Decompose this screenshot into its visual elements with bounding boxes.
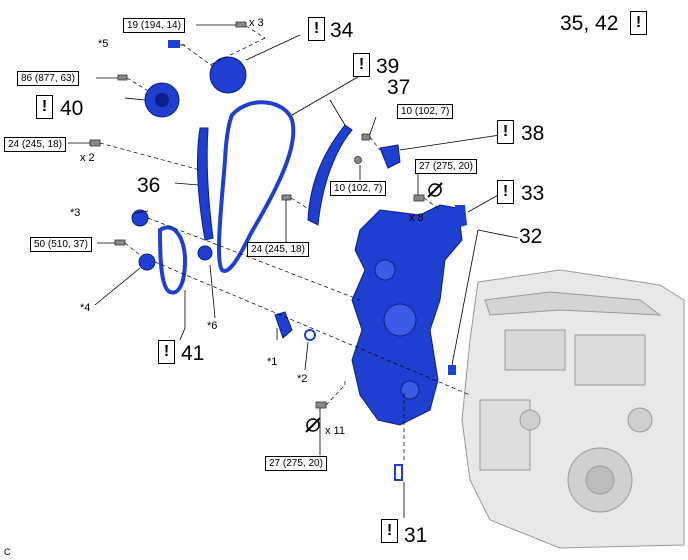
multiplier-x11: x 11 <box>325 425 345 437</box>
note-5: *5 <box>98 38 109 50</box>
o-ring-2 <box>304 329 316 341</box>
warning-icon-31: ! <box>381 519 398 543</box>
callout-32: 32 <box>519 225 543 248</box>
leader-lines <box>68 24 519 518</box>
torque-spec-24-b: 24 (245, 18) <box>247 242 309 257</box>
callout-35-42: 35, 42 <box>560 12 619 35</box>
callout-36: 36 <box>137 174 161 197</box>
multiplier-x2: x 2 <box>80 152 95 164</box>
multiplier-x8: x 8 <box>409 212 424 224</box>
timing-chain <box>217 100 296 273</box>
warning-icon-40: ! <box>36 95 53 119</box>
callout-38: 38 <box>521 122 545 145</box>
torque-spec-86: 86 (877, 63) <box>17 71 79 86</box>
gasket-33 <box>455 205 467 228</box>
torque-spec-10-a: 10 (102, 7) <box>397 104 454 119</box>
assembly-lines <box>99 25 471 460</box>
warning-icon-38: ! <box>497 120 514 144</box>
warning-icon-39: ! <box>353 53 370 77</box>
note-4: *4 <box>80 302 91 314</box>
note-1: *1 <box>267 356 278 368</box>
callout-37: 37 <box>387 76 411 99</box>
callout-31: 31 <box>404 524 428 547</box>
plug-32 <box>448 365 456 375</box>
sealant-symbol <box>305 182 443 433</box>
camshaft-sprocket <box>209 56 247 94</box>
callout-34: 34 <box>330 19 354 42</box>
figure-corner-label: C <box>4 547 11 557</box>
torque-spec-27-a: 27 (275, 20) <box>415 159 477 174</box>
chain-guide <box>307 124 353 226</box>
callout-33: 33 <box>521 182 545 205</box>
oil-seal-1 <box>274 311 293 339</box>
note-6: *6 <box>207 320 218 332</box>
sprocket-6 <box>197 245 213 261</box>
callout-40: 40 <box>60 97 84 120</box>
warning-icon-35-42: ! <box>630 11 647 35</box>
warning-icon-34: ! <box>308 17 325 41</box>
chain-tensioner-slipper <box>197 127 214 241</box>
engine-block <box>461 269 685 549</box>
multiplier-x3: x 3 <box>249 17 264 29</box>
torque-spec-50: 50 (510, 37) <box>30 237 92 252</box>
tensioner-38 <box>379 144 401 169</box>
plug-31 <box>394 464 403 481</box>
warning-icon-33: ! <box>497 180 514 204</box>
note-2: *2 <box>297 373 308 385</box>
torque-spec-27-b: 27 (275, 20) <box>265 456 327 471</box>
key-5 <box>168 40 180 48</box>
torque-spec-19: 19 (194, 14) <box>123 18 185 33</box>
note-3: *3 <box>70 207 81 219</box>
torque-spec-10-b: 10 (102, 7) <box>330 181 387 196</box>
timing-chain-cover <box>351 204 463 426</box>
callout-39: 39 <box>376 55 400 78</box>
torque-spec-24-a: 24 (245, 18) <box>4 137 66 152</box>
callout-41: 41 <box>181 342 205 365</box>
warning-icon-41: ! <box>158 340 175 364</box>
oil-pump-chain <box>157 225 188 295</box>
sprocket-4 <box>138 253 156 271</box>
